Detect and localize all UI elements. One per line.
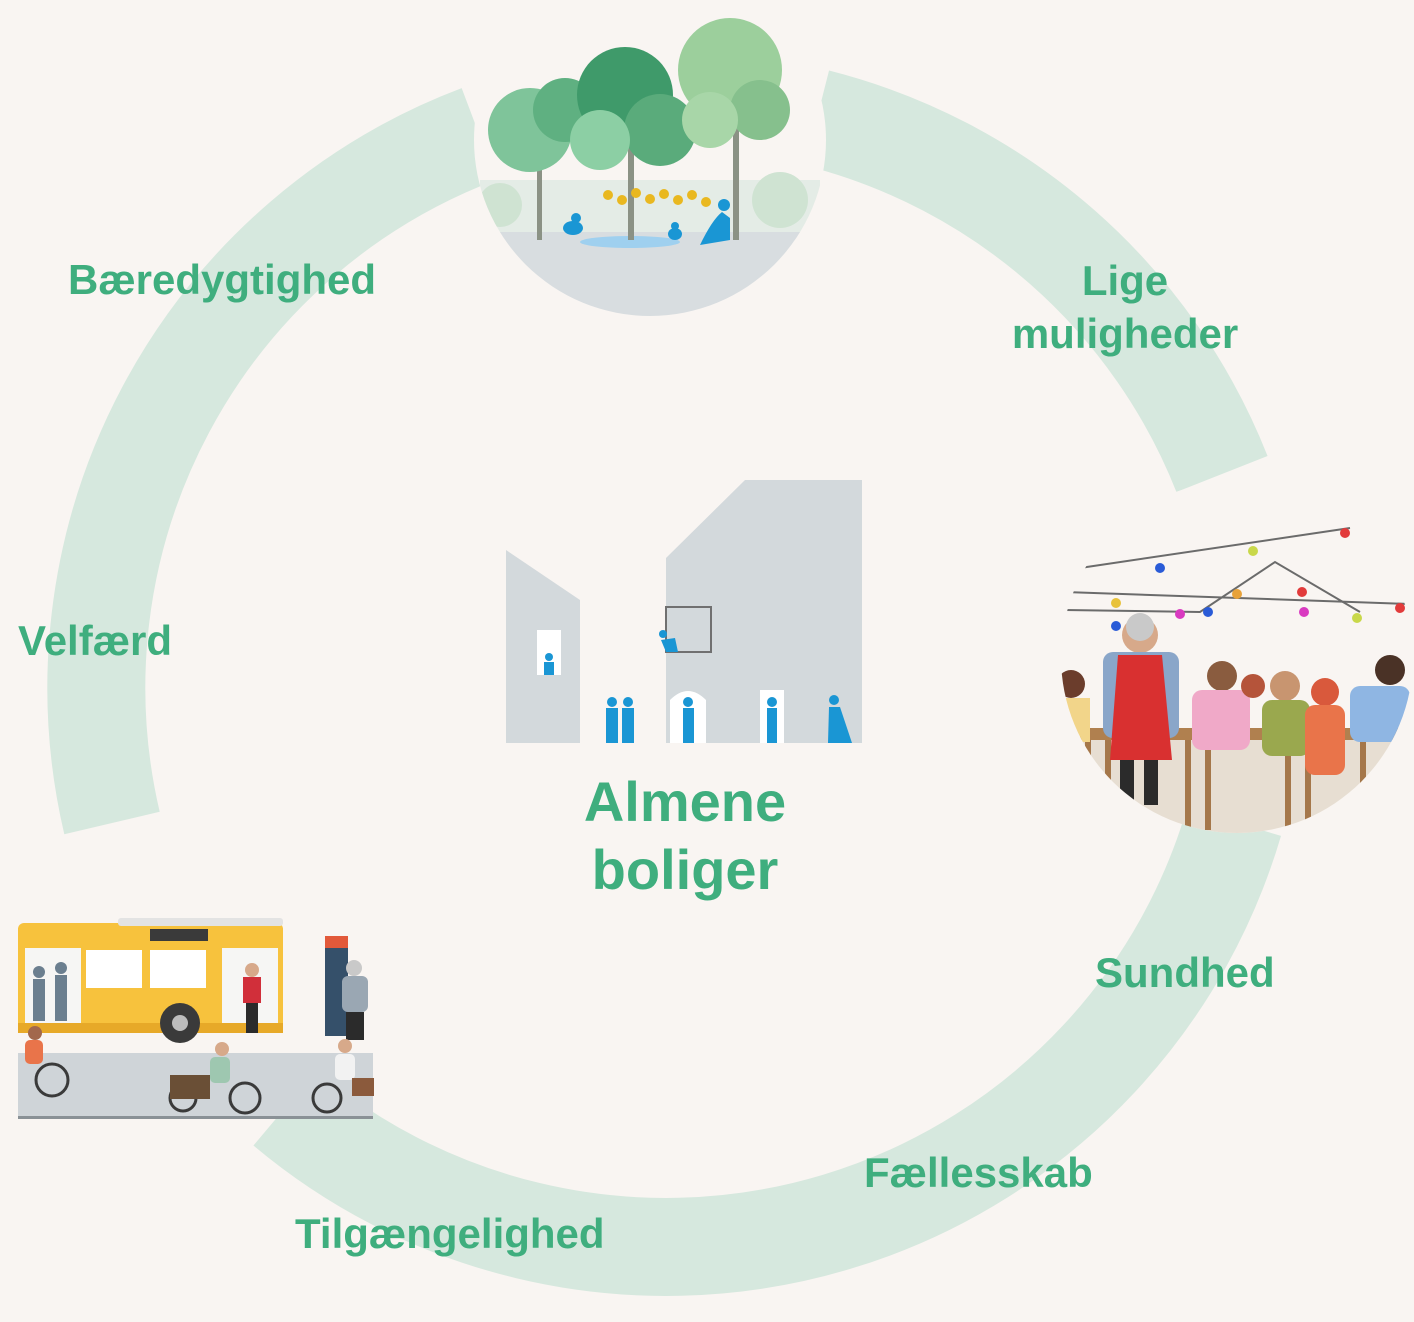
street-party-illustration — [1061, 481, 1413, 833]
label-lige-line1: Lige — [1081, 257, 1169, 304]
ring-segment-bottom-right — [253, 808, 1281, 1296]
housing-buildings-illustration — [506, 480, 862, 743]
trees-park-illustration — [474, 0, 826, 316]
label-lige-muligheder: Lige muligheder — [1005, 255, 1245, 360]
label-sundhed: Sundhed — [1095, 949, 1275, 996]
cycle-ring — [47, 70, 1281, 1296]
label-tilgaengelighed: Tilgængelighed — [295, 1210, 605, 1257]
ring-segment-left — [47, 88, 497, 835]
label-lige-line2: muligheder — [1011, 309, 1239, 357]
bus-bicycles-illustration — [18, 918, 374, 1119]
ring-segment-top-right — [804, 70, 1268, 493]
label-velfaerd: Velfærd — [18, 617, 173, 664]
label-faellesskab: Fællesskab — [864, 1149, 1093, 1196]
center-title: Almene boliger — [530, 768, 840, 905]
center-title-line1: Almene — [583, 770, 787, 833]
center-title-line2: boliger — [591, 838, 779, 902]
label-baeredygtighed: Bæredygtighed — [68, 256, 377, 303]
